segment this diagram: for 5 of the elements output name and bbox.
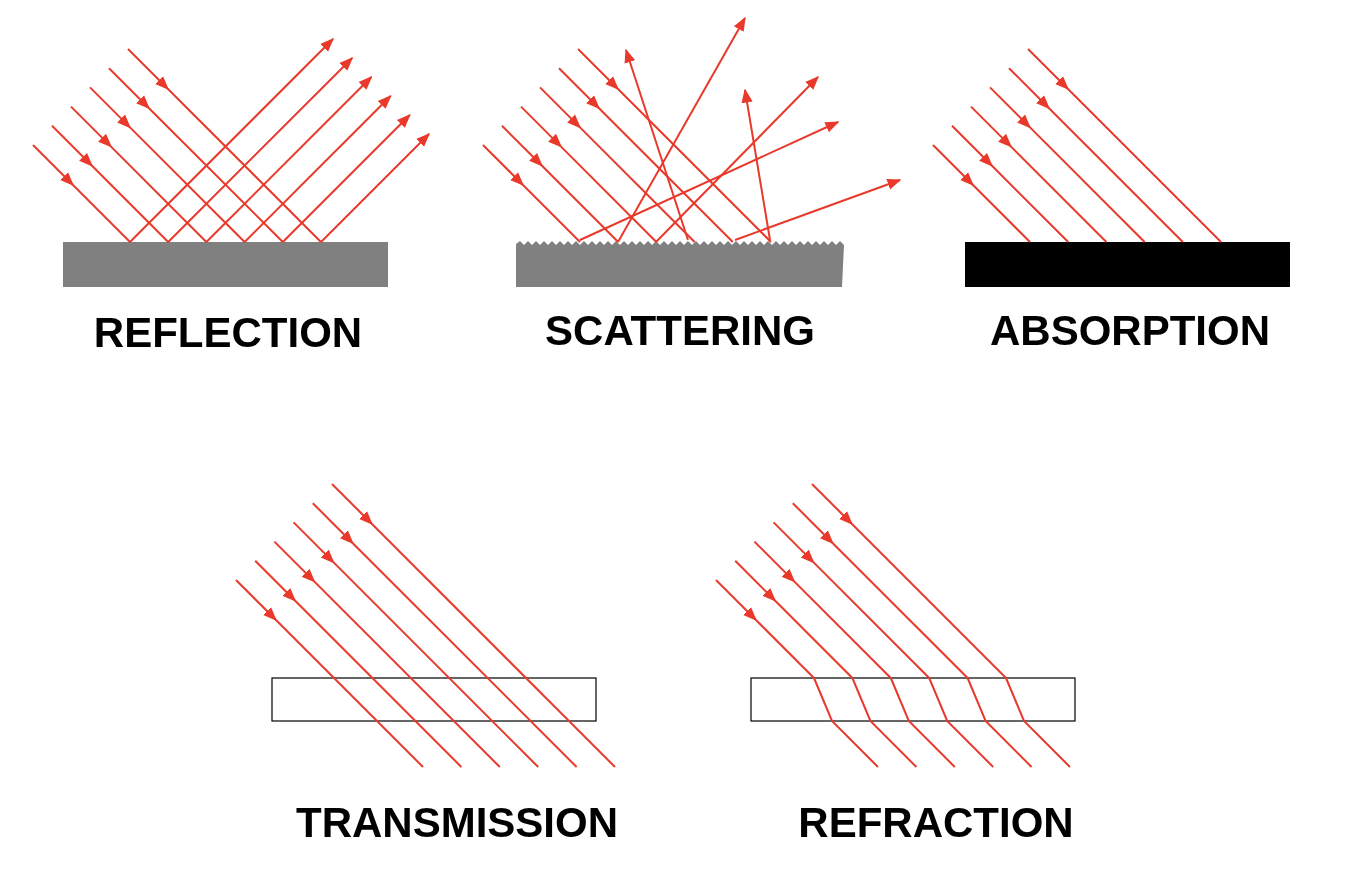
panel-title: TRANSMISSION bbox=[296, 802, 618, 844]
panel-title: REFLECTION bbox=[93, 312, 363, 354]
panel-title: SCATTERING bbox=[545, 310, 815, 352]
panel-title: REFRACTION bbox=[798, 802, 1074, 844]
panel-title: ABSORPTION bbox=[990, 310, 1270, 352]
